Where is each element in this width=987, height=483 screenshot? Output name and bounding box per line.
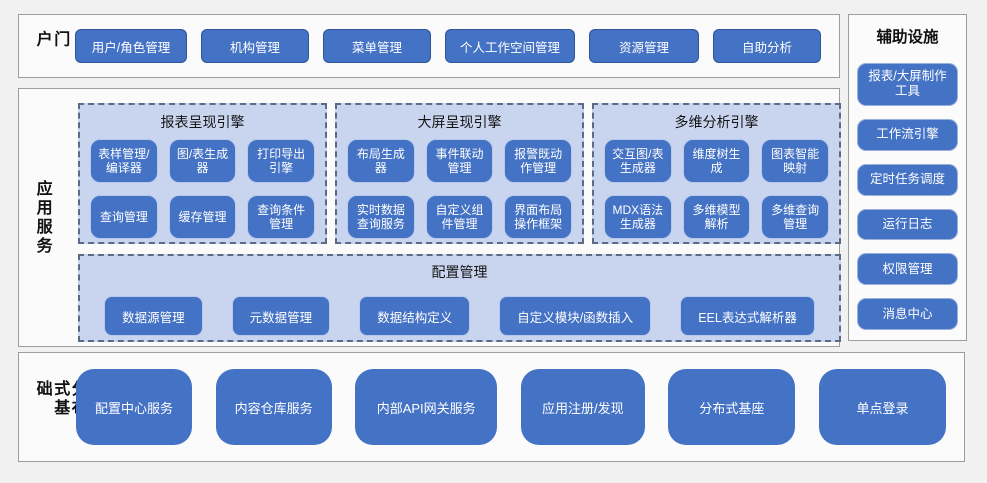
chart-table-generator-button[interactable]: 图/表生成器: [168, 139, 237, 183]
multidim-model-parsing-button[interactable]: 多维模型解析: [682, 195, 751, 239]
bigscreen-render-engine-panel: 大屏呈现引擎 布局生成器 事件联动管理 报警既动作管理 实时数据查询服务 自定义…: [335, 103, 584, 244]
report-bigscreen-tool-button[interactable]: 报表/大屏制作工具: [857, 63, 958, 106]
self-service-analysis-button[interactable]: 自助分析: [713, 29, 821, 63]
cache-management-button[interactable]: 缓存管理: [168, 195, 237, 239]
multidim-query-management-button[interactable]: 多维查询管理: [761, 195, 829, 239]
layout-generator-button[interactable]: 布局生成器: [347, 139, 415, 183]
query-management-button[interactable]: 查询管理: [90, 195, 158, 239]
permission-management-button[interactable]: 权限管理: [857, 253, 958, 286]
aux-facilities-section: 辅助设施 报表/大屏制作工具 工作流引擎 定时任务调度 运行日志 权限管理 消息…: [848, 14, 967, 341]
chart-smart-mapping-button[interactable]: 图表智能映射: [761, 139, 829, 183]
panel-title: 报表呈现引擎: [160, 114, 245, 130]
app-register-discovery-button[interactable]: 应用注册/发现: [520, 369, 645, 445]
dimension-tree-generation-button[interactable]: 维度树生成: [682, 139, 751, 183]
app-services-section-label: 应用服务: [33, 179, 51, 256]
panel-grid: 表样管理/编译器 图/表生成器 打印导出引擎 查询管理 缓存管理 查询条件管理: [90, 139, 315, 239]
realtime-data-query-service-button[interactable]: 实时数据查询服务: [347, 195, 415, 239]
distributed-base-button[interactable]: 分布式基座: [668, 369, 796, 445]
engine-panels: 报表呈现引擎 表样管理/编译器 图/表生成器 打印导出引擎 查询管理 缓存管理 …: [78, 103, 841, 244]
custom-component-management-button[interactable]: 自定义组件管理: [425, 195, 494, 239]
interactive-chart-generator-button[interactable]: 交互图/表生成器: [604, 139, 672, 183]
custom-module-function-button[interactable]: 自定义模块/函数插入: [499, 296, 652, 336]
config-button-row: 数据源管理 元数据管理 数据结构定义 自定义模块/函数插入 EEL表达式解析器: [90, 296, 829, 336]
workflow-engine-button[interactable]: 工作流引擎: [857, 118, 958, 151]
portal-section: 门户 用户/角色管理 机构管理 菜单管理 个人工作空间管理 资源管理 自助分析: [18, 14, 840, 78]
panel-grid: 交互图/表生成器 维度树生成 图表智能映射 MDX语法生成器 多维模型解析 多维…: [604, 139, 829, 239]
panel-title: 配置管理: [431, 264, 488, 280]
distributed-button-row: 配置中心服务 内容仓库服务 内部API网关服务 应用注册/发现 分布式基座 单点…: [76, 369, 946, 445]
panel-title: 大屏呈现引擎: [417, 114, 502, 130]
mdx-syntax-generator-button[interactable]: MDX语法生成器: [604, 195, 672, 239]
query-condition-management-button[interactable]: 查询条件管理: [247, 195, 315, 239]
aux-facilities-column: 辅助设施 报表/大屏制作工具 工作流引擎 定时任务调度 运行日志 权限管理 消息…: [849, 15, 966, 340]
config-management-panel: 配置管理 数据源管理 元数据管理 数据结构定义 自定义模块/函数插入 EEL表达…: [78, 254, 841, 342]
org-management-button[interactable]: 机构管理: [201, 29, 309, 63]
panel-title: 多维分析引擎: [674, 114, 759, 130]
data-structure-definition-button[interactable]: 数据结构定义: [359, 296, 471, 336]
single-sign-on-button[interactable]: 单点登录: [818, 369, 946, 445]
run-log-button[interactable]: 运行日志: [857, 208, 958, 241]
personal-workspace-management-button[interactable]: 个人工作空间管理: [445, 29, 575, 63]
report-render-engine-panel: 报表呈现引擎 表样管理/编译器 图/表生成器 打印导出引擎 查询管理 缓存管理 …: [78, 103, 327, 244]
event-linkage-management-button[interactable]: 事件联动管理: [425, 139, 494, 183]
scheduled-task-button[interactable]: 定时任务调度: [857, 163, 958, 196]
menu-management-button[interactable]: 菜单管理: [323, 29, 431, 63]
panel-grid: 布局生成器 事件联动管理 报警既动作管理 实时数据查询服务 自定义组件管理 界面…: [347, 139, 572, 239]
print-export-engine-button[interactable]: 打印导出引擎: [247, 139, 315, 183]
olap-engine-panel: 多维分析引擎 交互图/表生成器 维度树生成 图表智能映射 MDX语法生成器 多维…: [592, 103, 841, 244]
alarm-action-management-button[interactable]: 报警既动作管理: [504, 139, 572, 183]
aux-facilities-title: 辅助设施: [876, 29, 939, 46]
internal-api-gateway-button[interactable]: 内部API网关服务: [355, 369, 498, 445]
portal-button-row: 用户/角色管理 机构管理 菜单管理 个人工作空间管理 资源管理 自助分析: [75, 29, 821, 63]
config-center-service-button[interactable]: 配置中心服务: [76, 369, 192, 445]
distributed-foundation-section: 分布式基础 配置中心服务 内容仓库服务 内部API网关服务 应用注册/发现 分布…: [18, 352, 965, 462]
metadata-management-button[interactable]: 元数据管理: [231, 296, 331, 336]
portal-section-label: 门户: [33, 30, 69, 50]
datasource-management-button[interactable]: 数据源管理: [104, 296, 203, 336]
app-services-section: 应用服务 报表呈现引擎 表样管理/编译器 图/表生成器 打印导出引擎 查询管理 …: [18, 88, 841, 347]
message-center-button[interactable]: 消息中心: [857, 298, 958, 330]
eel-expression-parser-button[interactable]: EEL表达式解析器: [680, 296, 815, 336]
report-style-compiler-button[interactable]: 表样管理/编译器: [90, 139, 158, 183]
resource-management-button[interactable]: 资源管理: [589, 29, 699, 63]
ui-layout-framework-button[interactable]: 界面布局操作框架: [504, 195, 572, 239]
user-role-management-button[interactable]: 用户/角色管理: [75, 29, 187, 63]
content-repository-service-button[interactable]: 内容仓库服务: [215, 369, 332, 445]
